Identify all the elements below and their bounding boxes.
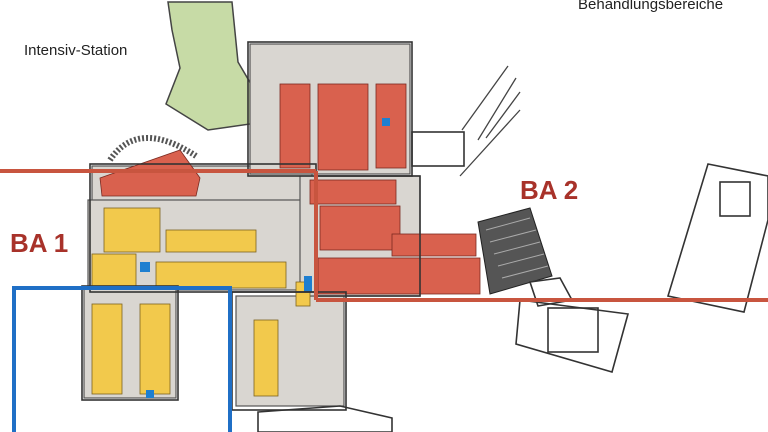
ba2-label: BA 2 bbox=[520, 175, 579, 205]
intensive-station-label: Intensiv-Station bbox=[24, 42, 128, 59]
ba1-label: BA 1 bbox=[10, 228, 69, 258]
outbuilding-south bbox=[515, 277, 630, 373]
accent-rooms bbox=[140, 118, 390, 398]
hatched-ramp bbox=[477, 207, 553, 295]
intensive-care-wing bbox=[165, 1, 259, 131]
walkway-lines bbox=[459, 65, 521, 177]
page-title: Behandlungsbereiche bbox=[578, 0, 724, 13]
new-treatment-rooms bbox=[91, 207, 311, 397]
curved-canopy bbox=[107, 134, 198, 162]
existing-treatment-rooms bbox=[99, 83, 481, 295]
outbuilding-east bbox=[666, 163, 768, 313]
highlight-frame bbox=[12, 286, 232, 432]
